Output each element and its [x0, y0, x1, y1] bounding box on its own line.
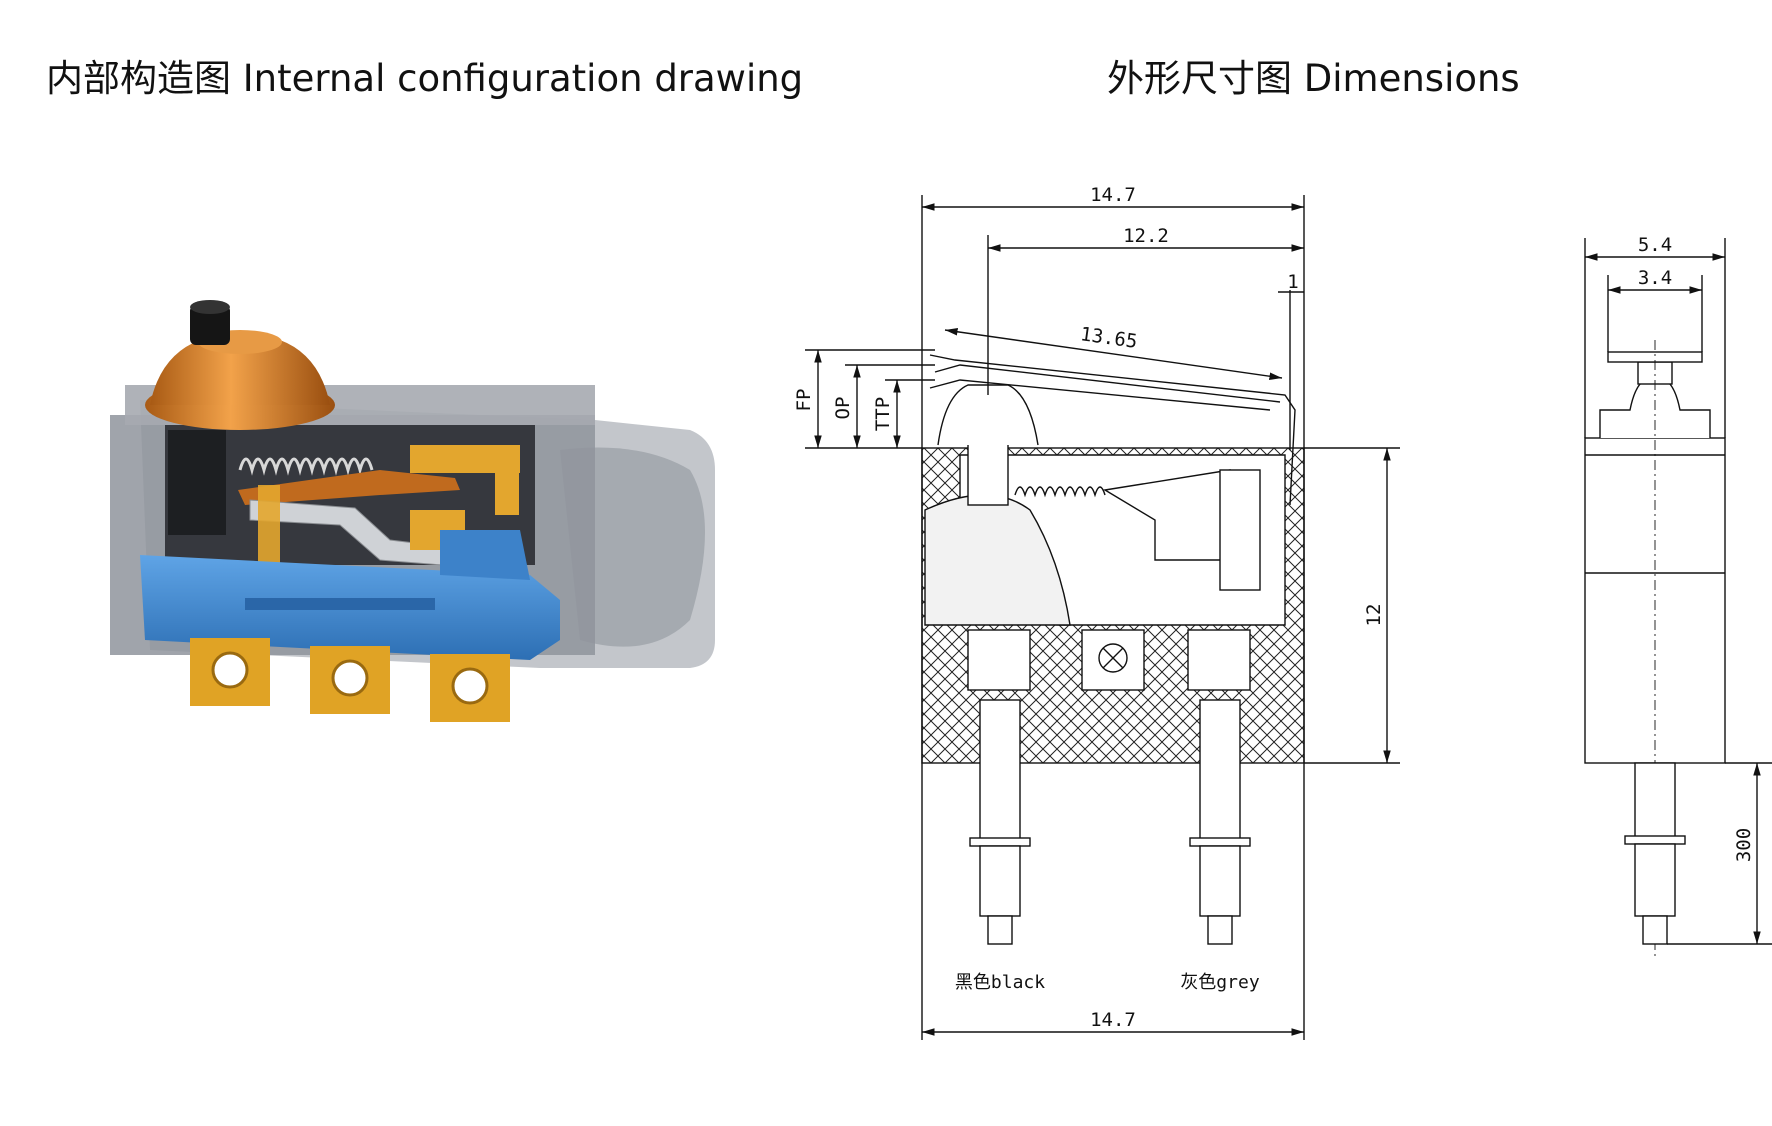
side-view-drawing [1584, 238, 1772, 960]
actuator-button [190, 305, 230, 345]
terminal-left [190, 638, 270, 706]
label-side-width: 5.4 [1638, 234, 1672, 256]
cam-shape [924, 494, 1071, 626]
label-inner-width: 12.2 [1123, 225, 1169, 247]
front-contact-block [1219, 469, 1261, 591]
label-height: 12 [1363, 604, 1385, 627]
label-side-inner-width: 3.4 [1638, 267, 1672, 289]
spring [238, 457, 374, 476]
lever-lower [929, 379, 1271, 411]
base-ridge [245, 598, 435, 610]
base-step [440, 530, 530, 580]
label-lead-length: 300 [1733, 828, 1755, 862]
lead-black [969, 699, 1031, 945]
contact-arm [238, 470, 460, 505]
label-top-width: 14.7 [1090, 184, 1136, 206]
label-wire-grey: 灰色grey [1180, 972, 1260, 993]
label-wire-black: 黑色black [955, 972, 1045, 993]
internal-configuration-3d [110, 300, 715, 722]
terminal-middle [310, 646, 390, 714]
socket-left [967, 629, 1031, 691]
label-ttp: TTP [872, 397, 894, 431]
plunger [168, 430, 226, 535]
actuator-button-top [190, 300, 230, 314]
front-spring [1014, 486, 1106, 498]
title-internal-configuration: 内部构造图 Internal configuration drawing [46, 57, 804, 100]
label-fp: FP [793, 389, 815, 412]
upper-contact-post [495, 445, 519, 515]
side-lead [1624, 762, 1686, 945]
title-dimensions: 外形尺寸图 Dimensions [1107, 57, 1520, 100]
front-contact [1102, 469, 1231, 561]
label-lever-tip: 1 [1287, 271, 1298, 293]
housing-lobe [560, 447, 705, 647]
label-bottom-width: 14.7 [1090, 1009, 1136, 1031]
label-op: OP [832, 397, 854, 420]
front-view-drawing [805, 195, 1400, 1040]
lead-grey [1189, 699, 1251, 945]
screw-cross [1102, 647, 1124, 669]
dim-lever-length [944, 328, 1283, 380]
label-lever-length: 13.65 [1079, 323, 1139, 353]
socket-right [1187, 629, 1251, 691]
rubber-boot [150, 340, 330, 405]
terminal-right [430, 654, 510, 722]
